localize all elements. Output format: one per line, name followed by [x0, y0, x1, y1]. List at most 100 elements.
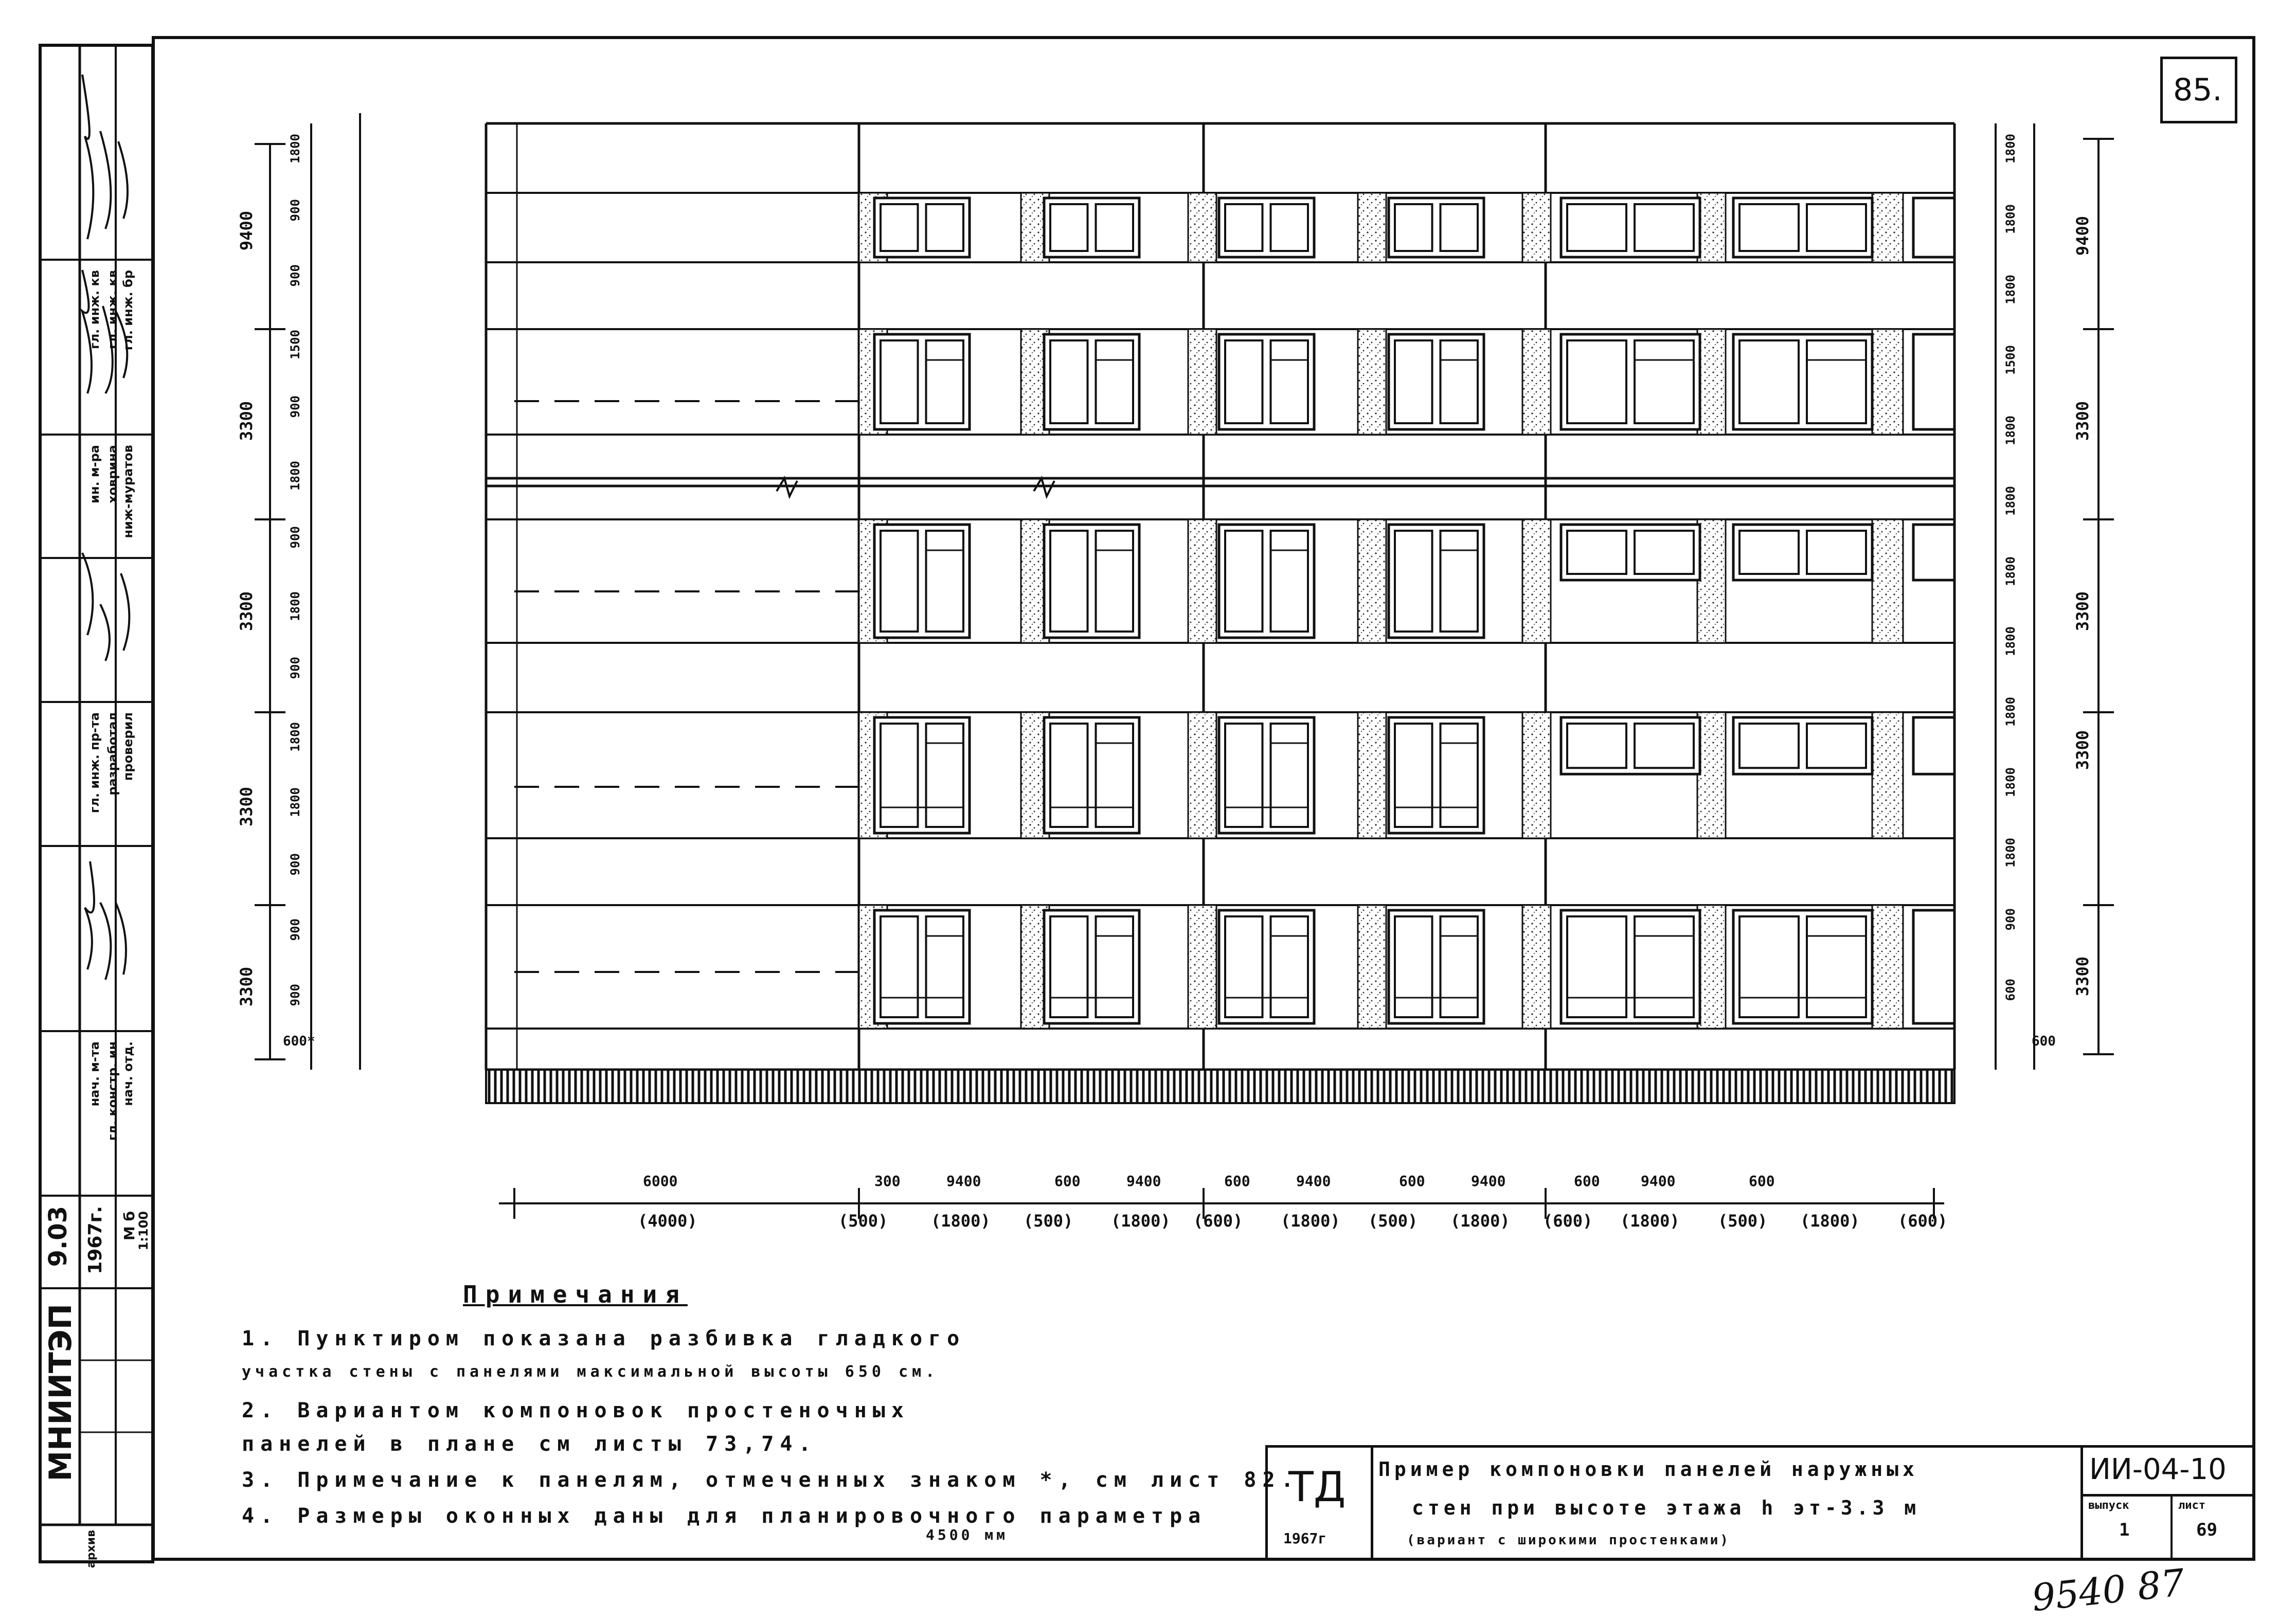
window-sash: [1738, 203, 1800, 252]
window-frame: [1912, 333, 1956, 431]
window-frame: [873, 523, 971, 639]
window-sash: [1738, 339, 1800, 424]
stippled-pier: [1357, 904, 1387, 1030]
right-inner-dim-1: 1800: [2003, 134, 2018, 164]
bottom-dim-top-1: 6000: [643, 1173, 678, 1190]
stippled-pier: [1696, 518, 1727, 644]
window-sash: [1439, 723, 1479, 828]
window-sash: [1738, 530, 1800, 575]
bottom-dim-bottom-10: (600): [1543, 1211, 1593, 1231]
left-dim-outer-4: 3300: [237, 787, 256, 827]
stippled-pier: [1187, 711, 1217, 839]
bottom-dim-bottom-12: (500): [1718, 1211, 1768, 1231]
window-frame: [1043, 909, 1141, 1025]
stippled-pier: [1871, 328, 1904, 436]
window-sash: [1806, 530, 1867, 575]
right-inner-dim-12: 900: [2003, 908, 2018, 931]
stippled-pier: [1871, 711, 1904, 839]
window-sash: [1634, 915, 1695, 1018]
left-inner-dim-1: 1800: [288, 134, 302, 164]
window-sash: [1806, 339, 1867, 424]
window-sash: [925, 339, 964, 424]
stippled-pier: [1357, 192, 1387, 263]
stippled-pier: [1521, 518, 1552, 644]
window-frame: [1043, 333, 1141, 431]
right-inner-dim-8: 1800: [2003, 626, 2018, 657]
window-frame: [1043, 196, 1141, 259]
stippled-pier: [1696, 904, 1727, 1030]
window-frame: [873, 716, 971, 835]
window-sash: [1049, 530, 1089, 633]
side-stamp: МНИИТЭП 9.03 1967г. М б 1:100 архив нач.…: [39, 44, 154, 1568]
window-frame: [1912, 196, 1956, 259]
window-sash: [1049, 915, 1089, 1018]
window-sash: [1738, 915, 1800, 1018]
window-sash: [1439, 339, 1479, 424]
bottom-dim-top-8: 600: [1399, 1173, 1425, 1190]
right-dim-outer-1: 9400: [2073, 216, 2092, 256]
right-inner-dim-7: 1800: [2003, 556, 2018, 586]
stippled-pier: [1521, 328, 1552, 436]
window-sash: [880, 203, 919, 252]
left-inner-dim-8: 1800: [288, 591, 302, 621]
window-frame: [1387, 523, 1485, 639]
window-frame: [1387, 716, 1485, 835]
right-dim-outer-3: 3300: [2073, 591, 2092, 632]
left-dimension-chain: [255, 113, 361, 1070]
window-sash: [880, 339, 919, 424]
window-sash: [1095, 203, 1134, 252]
window-sash: [880, 530, 919, 633]
window-frame: [873, 909, 971, 1025]
stippled-pier: [1357, 518, 1387, 644]
bottom-dim-top-9: 9400: [1471, 1173, 1506, 1190]
window-sash: [1095, 723, 1134, 828]
bottom-dim-bottom-4: (500): [1024, 1211, 1073, 1231]
stippled-pier: [1187, 904, 1217, 1030]
note-line-5: 3. Примечание к панелям, отмеченных знак…: [242, 1468, 1300, 1492]
window-sash: [880, 723, 919, 828]
window-sash: [1566, 723, 1627, 769]
window-frame: [1732, 333, 1874, 431]
title-line-1: Пример компоновки панелей наружных: [1378, 1458, 1918, 1481]
window-frame: [1043, 523, 1141, 639]
window-sash: [1566, 203, 1627, 252]
left-strip-frame: [39, 44, 154, 1563]
right-inner-dim-3: 1800: [2003, 274, 2018, 304]
window-frame: [1559, 716, 1701, 776]
window-frame: [1217, 716, 1316, 835]
bottom-dim-bottom-9: (1800): [1450, 1211, 1510, 1231]
window-sash: [1095, 339, 1134, 424]
window-sash: [1269, 203, 1309, 252]
note-line-6: 4. Размеры оконных даны для планировочно…: [242, 1504, 1207, 1528]
left-inner-dim-9: 900: [288, 657, 302, 679]
right-inner-dim-5: 1800: [2003, 415, 2018, 445]
window-sash: [1634, 339, 1695, 424]
bottom-dim-top-11: 9400: [1641, 1173, 1676, 1190]
bottom-dimension-chain: [499, 1188, 1944, 1219]
window-sash: [1738, 723, 1800, 769]
side-stamp-grid: [39, 44, 154, 1526]
window-frame: [1217, 909, 1316, 1025]
window-sash: [1634, 203, 1695, 252]
bottom-dim-bottom-5: (1800): [1111, 1211, 1171, 1231]
window-sash: [1439, 530, 1479, 633]
note-line-7: 4500 мм: [926, 1526, 1009, 1543]
stippled-pier: [1521, 711, 1552, 839]
window-frame: [1732, 523, 1874, 582]
window-sash: [925, 530, 964, 633]
right-inner-dim-9: 1800: [2003, 697, 2018, 727]
doc-code-divider: [2083, 1494, 2255, 1497]
window-frame: [1559, 196, 1701, 259]
page-number-box: 85.: [2160, 57, 2237, 123]
window-frame: [1912, 523, 1956, 582]
window-sash: [1394, 339, 1433, 424]
left-dim-outer-1: 9400: [237, 211, 256, 251]
stippled-pier: [1187, 518, 1217, 644]
window-frame: [1559, 909, 1701, 1025]
note-line-2: участка стены с панелями максимальной вы…: [242, 1363, 939, 1381]
window-sash: [1049, 339, 1089, 424]
note-line-3: 2. Вариантом компоновок простеночных: [242, 1399, 910, 1422]
window-sash: [1806, 723, 1867, 769]
window-sash: [880, 915, 919, 1018]
signatures: [80, 74, 131, 980]
